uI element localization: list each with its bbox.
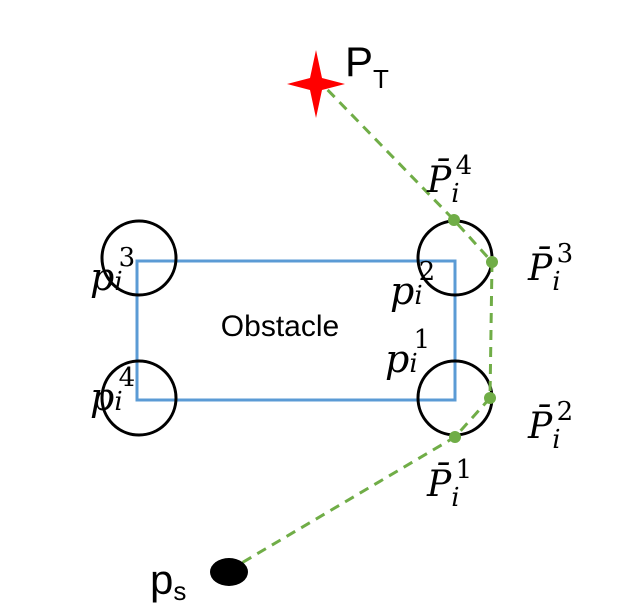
obstacle-rect — [135, 259, 457, 402]
corner-label-2: pi2 — [390, 257, 435, 313]
obstacle-label: Obstacle — [221, 310, 339, 343]
path-point-2-dot — [484, 392, 496, 404]
start-point-dot — [210, 558, 248, 586]
path-label-2: P̄i2 — [527, 397, 573, 455]
corner-circle-3 — [100, 219, 178, 297]
path-label-4: P̄i4 — [426, 151, 472, 209]
target-label: PT — [345, 38, 389, 94]
corner-label-3: pi3 — [90, 243, 135, 299]
path-point-3-dot — [486, 256, 498, 268]
path-point-1-dot — [449, 431, 461, 443]
path-point-4-dot — [448, 214, 460, 226]
path-label-1: P̄i1 — [426, 455, 472, 513]
corner-label-4: pi4 — [90, 363, 135, 419]
target-star-icon — [287, 50, 345, 118]
path-label-3: P̄i3 — [527, 239, 573, 297]
corner-label-1: pi1 — [385, 325, 430, 381]
corner-circle-4 — [100, 359, 178, 437]
start-label: ps — [150, 556, 186, 606]
